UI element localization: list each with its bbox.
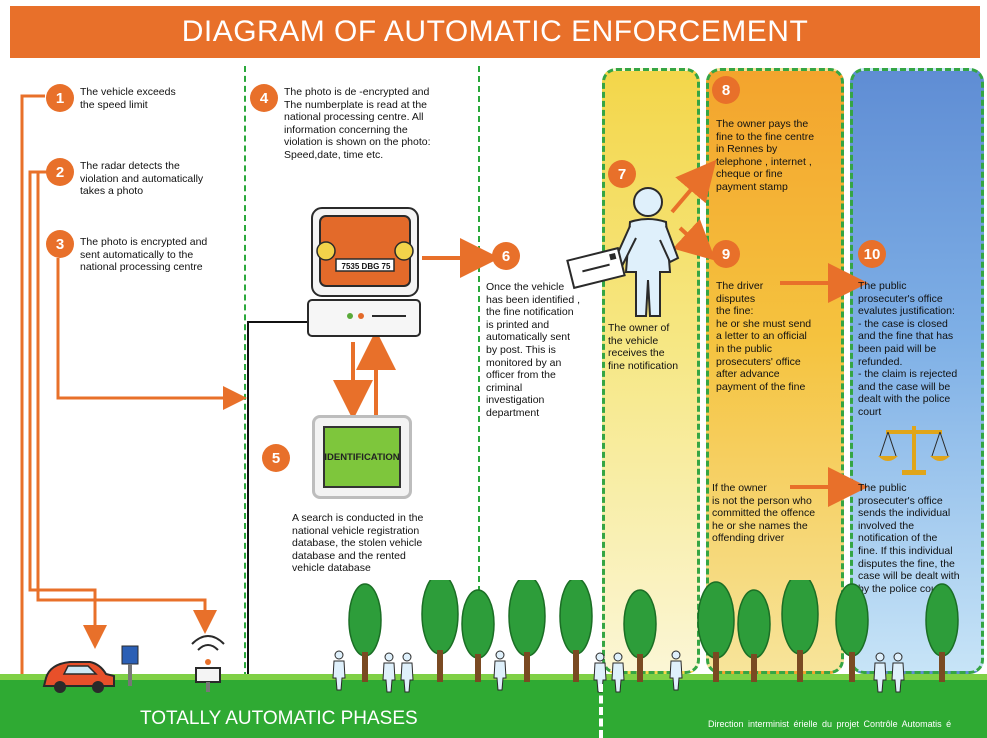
prosecutor-sends-text: The public prosecuter's office sends the…	[858, 482, 960, 595]
step-10-badge: 10	[858, 240, 886, 268]
identification-database: IDENTIFICATION	[312, 415, 412, 499]
step-7-badge: 7	[608, 160, 636, 188]
scales-of-justice-icon	[878, 426, 950, 475]
number-plate: 7535 DBG 75	[341, 262, 391, 271]
step-8-text: The owner pays the fine to the fine cent…	[716, 118, 815, 193]
speeding-car-icon	[42, 661, 115, 693]
panel-payment	[706, 68, 844, 674]
step-4-text: The photo is de -encrypted and The numbe…	[284, 86, 431, 161]
pedestrians	[332, 650, 905, 693]
phase-divider-2	[478, 66, 480, 612]
owner-not-driver-text: If the owner is not the person who commi…	[712, 482, 816, 545]
step-5-text: A search is conducted in the national ve…	[292, 512, 424, 575]
page-title: DIAGRAM OF AUTOMATIC ENFORCEMENT	[10, 6, 980, 58]
ground-divider	[599, 684, 603, 738]
step-8-badge: 8	[712, 76, 740, 104]
step-5-badge: 5	[262, 444, 290, 472]
step-3-badge: 3	[46, 230, 74, 258]
identification-label: IDENTIFICATION	[323, 426, 401, 488]
automatic-phases-label: TOTALLY AUTOMATIC PHASES	[140, 708, 418, 729]
tree-row	[348, 580, 959, 682]
panel-prosecutor	[850, 68, 984, 674]
step-2-badge: 2	[46, 158, 74, 186]
step-10-text: The public prosecuter's office evalutes …	[858, 280, 958, 418]
step-1-text: The vehicle exceeds the speed limit	[80, 86, 176, 111]
step-7-text: The owner of the vehicle receives the fi…	[608, 322, 679, 372]
step-6-text: Once the vehicle has been identified , t…	[486, 281, 580, 419]
step-3-text: The photo is encrypted and sent automati…	[80, 236, 208, 274]
step-9-badge: 9	[712, 240, 740, 268]
speed-sign-icon	[121, 645, 139, 686]
computer-illustration	[307, 207, 421, 337]
credit-text: Direction interminist érielle du projet …	[708, 719, 952, 729]
ground	[0, 680, 987, 738]
fine-letter-icon	[566, 246, 626, 290]
step-2-text: The radar detects the violation and auto…	[80, 160, 204, 198]
step-1-badge: 1	[46, 84, 74, 112]
phase-divider-1	[244, 66, 246, 678]
step-4-badge: 4	[250, 84, 278, 112]
step-6-badge: 6	[492, 242, 520, 270]
radar-camera-icon	[191, 635, 225, 692]
step-9-text: The driver disputes the fine: he or she …	[716, 280, 812, 393]
